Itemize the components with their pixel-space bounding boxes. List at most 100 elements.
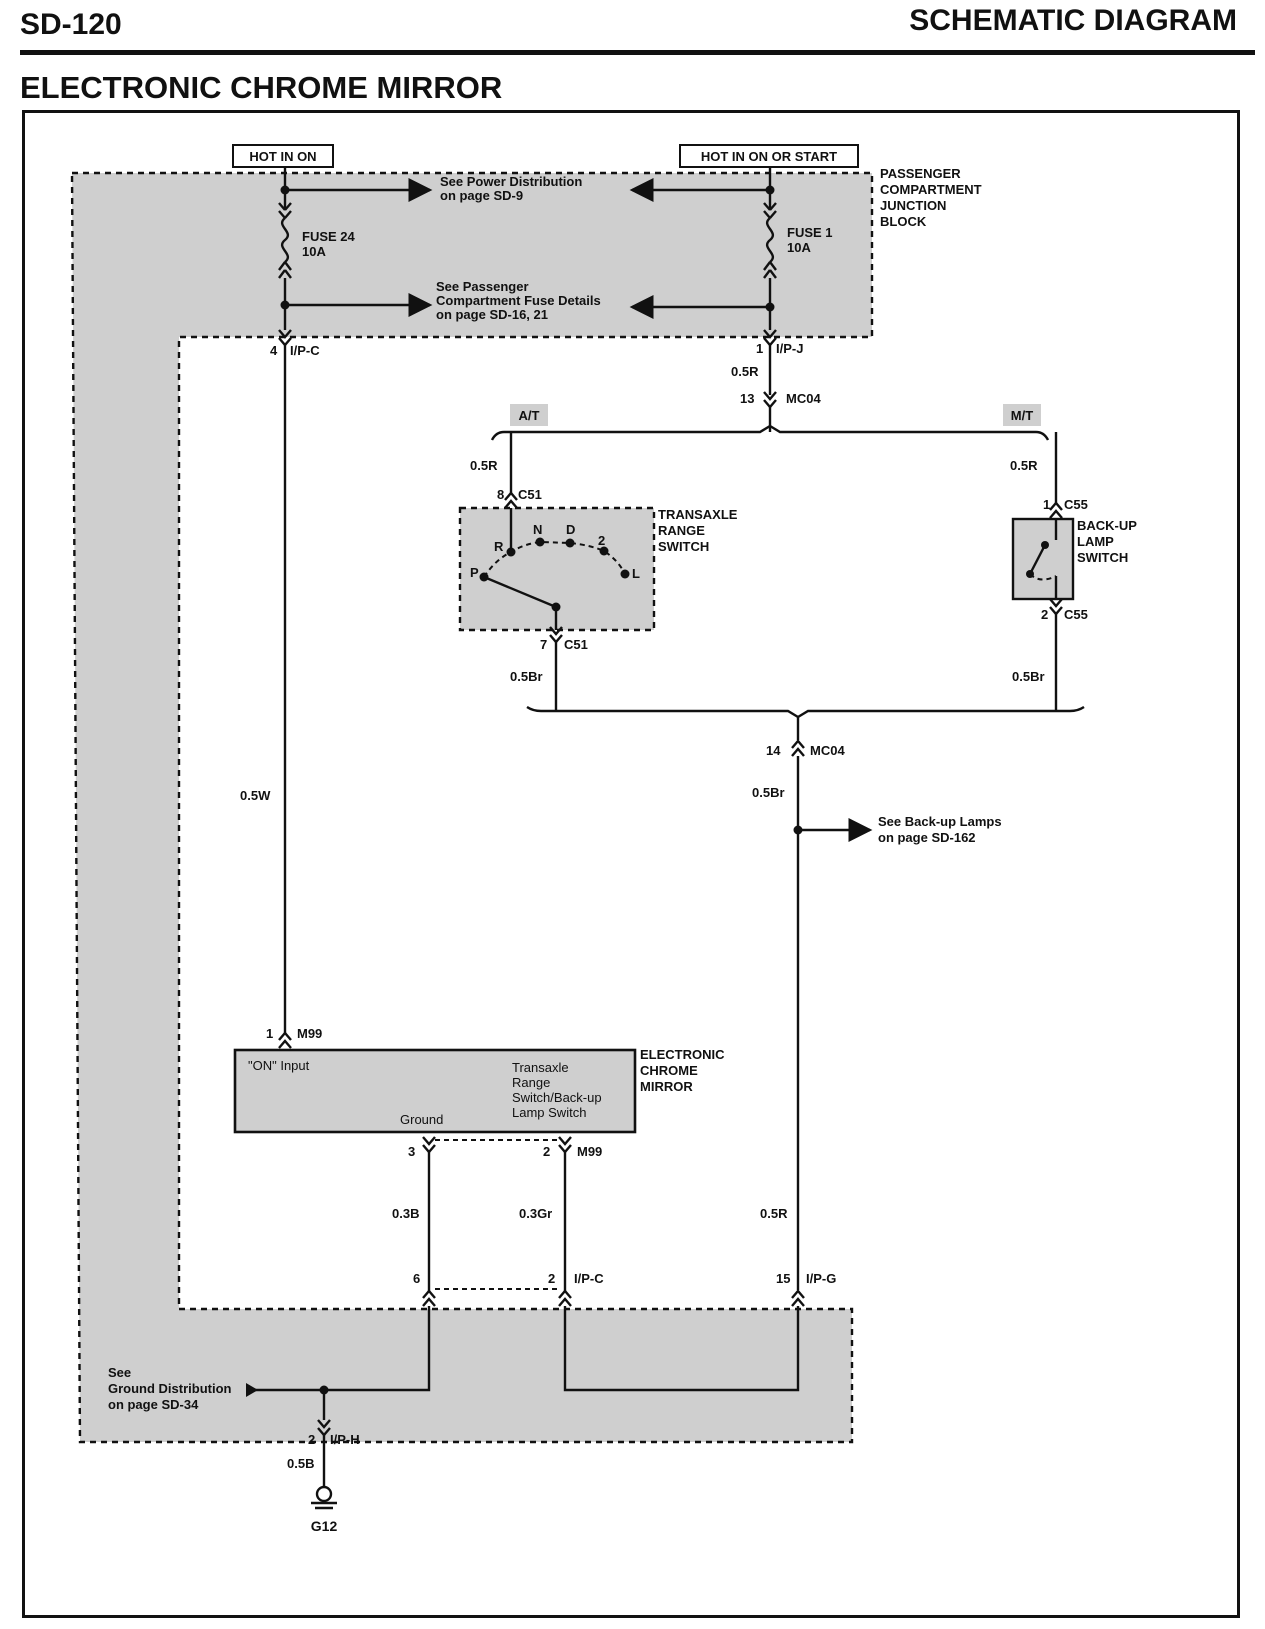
mirror-label-2: CHROME xyxy=(640,1063,698,1078)
mirror-ground-label: Ground xyxy=(400,1112,443,1127)
connector-ip-c-6 xyxy=(422,1289,436,1307)
mc04-14-name: MC04 xyxy=(810,743,845,758)
fuse-24-rating: 10A xyxy=(302,244,326,259)
mirror-trans-input-3: Switch/Back-up xyxy=(512,1090,602,1105)
mt-tag xyxy=(1003,404,1041,426)
switch-pos-r: R xyxy=(494,539,504,554)
mirror-trans-input-4: Lamp Switch xyxy=(512,1105,586,1120)
transaxle-switch-label-2: RANGE xyxy=(658,523,705,538)
at-label: A/T xyxy=(519,408,540,423)
switch-pos-d: D xyxy=(566,522,575,537)
transaxle-switch-label: TRANSAXLE xyxy=(658,507,738,522)
wire-0-5br-main-label: 0.5Br xyxy=(752,785,785,800)
junction-block-label-3: JUNCTION xyxy=(880,198,946,213)
fuse-details-ref-line2: Compartment Fuse Details xyxy=(436,293,601,308)
mt-label: M/T xyxy=(1011,408,1033,423)
m99-1-name: M99 xyxy=(297,1026,322,1041)
wire-0-5br-mt-label: 0.5Br xyxy=(1012,669,1045,684)
ip-c-4-name: I/P-C xyxy=(290,343,320,358)
ground-g12-label: G12 xyxy=(311,1518,338,1534)
switch-pos-n: N xyxy=(533,522,542,537)
section-title: SCHEMATIC DIAGRAM xyxy=(909,4,1237,37)
mc04-13-pin: 13 xyxy=(740,391,754,406)
ip-c-6-pin: 6 xyxy=(413,1271,420,1286)
ground-dist-ref-2: Ground Distribution xyxy=(108,1381,232,1396)
mirror-label-3: MIRROR xyxy=(640,1079,693,1094)
backup-lamp-switch xyxy=(1011,517,1075,601)
c51-7-pin: 7 xyxy=(540,637,547,652)
wire-0-5r-top-label: 0.5R xyxy=(731,364,759,379)
at-mt-bus xyxy=(490,424,1050,441)
backup-lamps-ref: See Back-up Lamps xyxy=(878,814,1002,829)
fuse-1-label: FUSE 1 xyxy=(787,225,833,240)
mirror-trans-input: Transaxle xyxy=(512,1060,569,1075)
ip-c-ip-g-internal-link xyxy=(563,1306,800,1392)
wire-0-5r-mt-label: 0.5R xyxy=(1010,458,1038,473)
m99-3-pin: 3 xyxy=(408,1144,415,1159)
fuse-1-symbol xyxy=(763,202,777,279)
wire-0-3b-label: 0.3B xyxy=(392,1206,419,1221)
hot-in-on-label: HOT IN ON xyxy=(249,149,316,164)
connector-m99-1 xyxy=(278,1031,292,1049)
junction-block-label: PASSENGER xyxy=(880,166,961,181)
power-distribution-ref: See Power Distribution xyxy=(440,174,582,189)
connector-c55-1 xyxy=(1049,501,1063,519)
wire-0-5br-at-label: 0.5Br xyxy=(510,669,543,684)
fuse-1-rating: 10A xyxy=(787,240,811,255)
wire-0-5w-label: 0.5W xyxy=(240,788,271,803)
ground-dist-ref: See xyxy=(108,1365,131,1380)
ground-dist-ref-page: on page SD-34 xyxy=(108,1397,199,1412)
fuse-details-ref: See Passenger xyxy=(436,279,529,294)
page-number: SD-120 xyxy=(20,8,122,41)
ip-g-15-pin: 15 xyxy=(776,1271,790,1286)
junction-block-label-4: BLOCK xyxy=(880,214,927,229)
connector-c51-8 xyxy=(504,491,518,509)
mc04-14-pin: 14 xyxy=(766,743,781,758)
ip-c-2-pin: 2 xyxy=(548,1271,555,1286)
ip-h-2-name: I/P-H xyxy=(330,1432,360,1447)
switch-pos-p: P xyxy=(470,565,479,580)
backup-switch-label: BACK-UP xyxy=(1077,518,1137,533)
header-rule xyxy=(20,50,1255,55)
m99-2-name: M99 xyxy=(577,1144,602,1159)
fuse-24-label: FUSE 24 xyxy=(302,229,356,244)
hot-in-on-or-start-label: HOT IN ON OR START xyxy=(701,149,837,164)
wire-0-3gr-label: 0.3Gr xyxy=(519,1206,552,1221)
switch-pos-2: 2 xyxy=(598,533,605,548)
connector-ip-g-15 xyxy=(791,1289,805,1307)
ip-c-2-name: I/P-C xyxy=(574,1271,604,1286)
connector-c55-2 xyxy=(1049,598,1063,616)
at-tag xyxy=(510,404,548,426)
c55-1-pin: 1 xyxy=(1043,497,1050,512)
connector-m99-2 xyxy=(558,1136,572,1154)
ip-c-4-pin: 4 xyxy=(270,343,278,358)
backup-lamps-ref-page: on page SD-162 xyxy=(878,830,976,845)
transaxle-switch-label-3: SWITCH xyxy=(658,539,709,554)
backup-switch-label-2: LAMP xyxy=(1077,534,1114,549)
transaxle-switch-wiper xyxy=(483,575,557,609)
c51-7-name: C51 xyxy=(564,637,588,652)
m99-1-pin: 1 xyxy=(266,1026,273,1041)
ip-h-2-pin: 2 xyxy=(308,1432,315,1447)
diagram-title: ELECTRONIC CHROME MIRROR xyxy=(20,70,503,105)
backup-switch-label-3: SWITCH xyxy=(1077,550,1128,565)
c55-2-pin: 2 xyxy=(1041,607,1048,622)
c55-2-name: C55 xyxy=(1064,607,1088,622)
connector-mc04-14 xyxy=(791,739,805,757)
m99-2-pin: 2 xyxy=(543,1144,550,1159)
ground-g12-icon xyxy=(315,1485,333,1503)
lower-bus xyxy=(526,705,1085,719)
mirror-label: ELECTRONIC xyxy=(640,1047,725,1062)
electronic-chrome-mirror xyxy=(233,1048,637,1134)
wire-0-5r-at-label: 0.5R xyxy=(470,458,498,473)
mirror-trans-input-2: Range xyxy=(512,1075,550,1090)
c55-1-name: C55 xyxy=(1064,497,1088,512)
mirror-on-input: "ON" Input xyxy=(248,1058,310,1073)
switch-pos-l: L xyxy=(632,566,640,581)
diagram-frame xyxy=(22,110,1240,1618)
fuse-24-symbol xyxy=(278,202,292,279)
wire-0-5r-bottom-label: 0.5R xyxy=(760,1206,788,1221)
backup-switch-blade xyxy=(1028,544,1047,575)
junction-block-region xyxy=(70,171,874,1444)
